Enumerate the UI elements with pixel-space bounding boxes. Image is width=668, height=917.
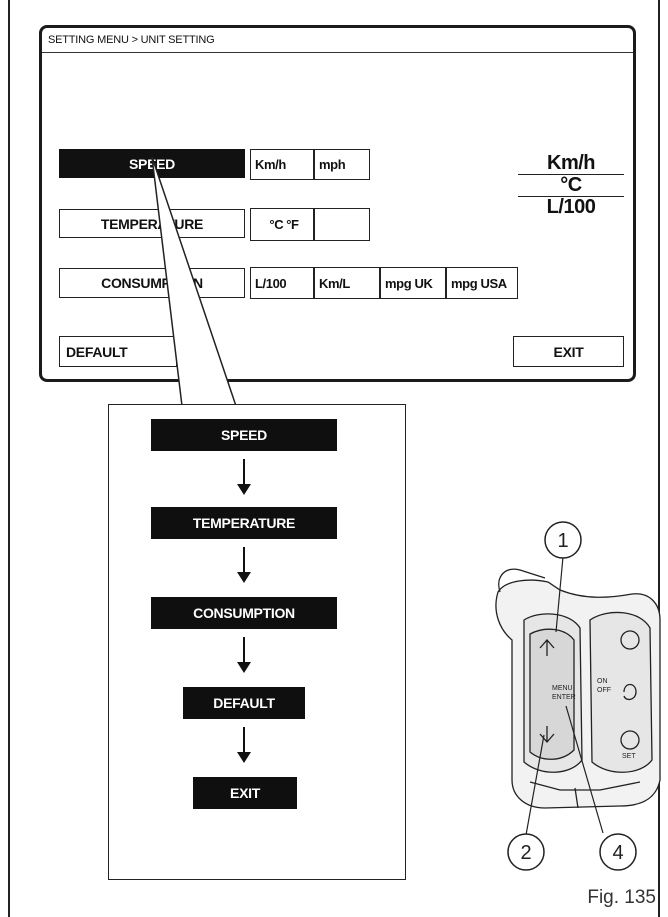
flow-step-default: DEFAULT xyxy=(183,687,305,719)
right-control-cluster xyxy=(589,611,653,773)
temperature-option-c[interactable]: °C °F xyxy=(250,208,314,241)
temperature-button[interactable]: TEMPERATURE xyxy=(59,209,245,238)
speed-option-kmh[interactable]: Km/h xyxy=(250,149,314,180)
callout-1-circle xyxy=(544,521,582,559)
figure-frame xyxy=(8,0,660,917)
consumption-option-mpg-uk[interactable]: mpg UK xyxy=(380,267,446,299)
enter-text: ENTER xyxy=(552,694,576,701)
units-divider xyxy=(518,196,624,197)
cruise-symbol-icon xyxy=(623,683,637,701)
callout-1-number: 1 xyxy=(557,530,568,552)
flow-arrow xyxy=(237,459,251,495)
current-temperature-unit: °C xyxy=(560,174,582,196)
flow-step-exit: EXIT xyxy=(193,777,297,809)
callout-4-circle xyxy=(599,833,637,871)
housing-lower-edge xyxy=(529,781,641,791)
flow-arrow xyxy=(237,547,251,583)
callout-2-circle xyxy=(507,833,545,871)
units-divider xyxy=(518,174,624,175)
flow-arrow xyxy=(237,637,251,673)
housing-lever xyxy=(498,568,546,593)
set-button-icon xyxy=(620,730,640,750)
speed-option-mph[interactable]: mph xyxy=(314,149,370,180)
flow-step-consumption: CONSUMPTION xyxy=(151,597,337,629)
off-text: OFF xyxy=(597,687,611,694)
housing-seam xyxy=(574,787,579,809)
consumption-option-mpg-usa[interactable]: mpg USA xyxy=(446,267,518,299)
temperature-option-f-label: °F xyxy=(286,217,299,232)
cruise-button-icon xyxy=(620,630,640,650)
breadcrumb: SETTING MENU > UNIT SETTING xyxy=(42,28,633,53)
down-arrow-icon xyxy=(539,726,555,743)
consumption-option-kml[interactable]: Km/L xyxy=(314,267,380,299)
navigation-flow-panel: SPEED TEMPERATURE CONSUMPTION DEFAULT EX… xyxy=(108,404,406,880)
callout-4-leader xyxy=(565,705,604,834)
consumption-button[interactable]: CONSUMPTION xyxy=(59,268,245,298)
current-units-panel: Km/h °C L/100 xyxy=(518,152,624,218)
default-button[interactable]: DEFAULT xyxy=(59,336,177,367)
set-text: SET xyxy=(622,753,636,760)
flow-step-temperature: TEMPERATURE xyxy=(151,507,337,539)
temperature-option-c-label: °C xyxy=(269,217,284,232)
menu-enter-button xyxy=(529,628,575,760)
current-speed-unit: Km/h xyxy=(547,152,596,174)
unit-setting-screen: SETTING MENU > UNIT SETTING SPEED Km/h m… xyxy=(39,25,636,382)
up-arrow-icon xyxy=(539,639,555,656)
callout-1-leader xyxy=(555,556,564,633)
figure-label: Fig. 135 xyxy=(587,887,656,908)
flow-arrow xyxy=(237,727,251,763)
callout-2-number: 2 xyxy=(520,842,531,864)
temperature-option-empty[interactable] xyxy=(314,208,370,241)
callout-4-number: 4 xyxy=(612,842,623,864)
flow-step-speed: SPEED xyxy=(151,419,337,451)
exit-button[interactable]: EXIT xyxy=(513,336,624,367)
menu-text: MENU xyxy=(552,685,573,692)
speed-button[interactable]: SPEED xyxy=(59,149,245,178)
on-text: ON xyxy=(597,678,608,685)
current-consumption-unit: L/100 xyxy=(546,196,596,218)
callout-2-leader xyxy=(525,734,545,836)
consumption-option-l100[interactable]: L/100 xyxy=(250,267,314,299)
